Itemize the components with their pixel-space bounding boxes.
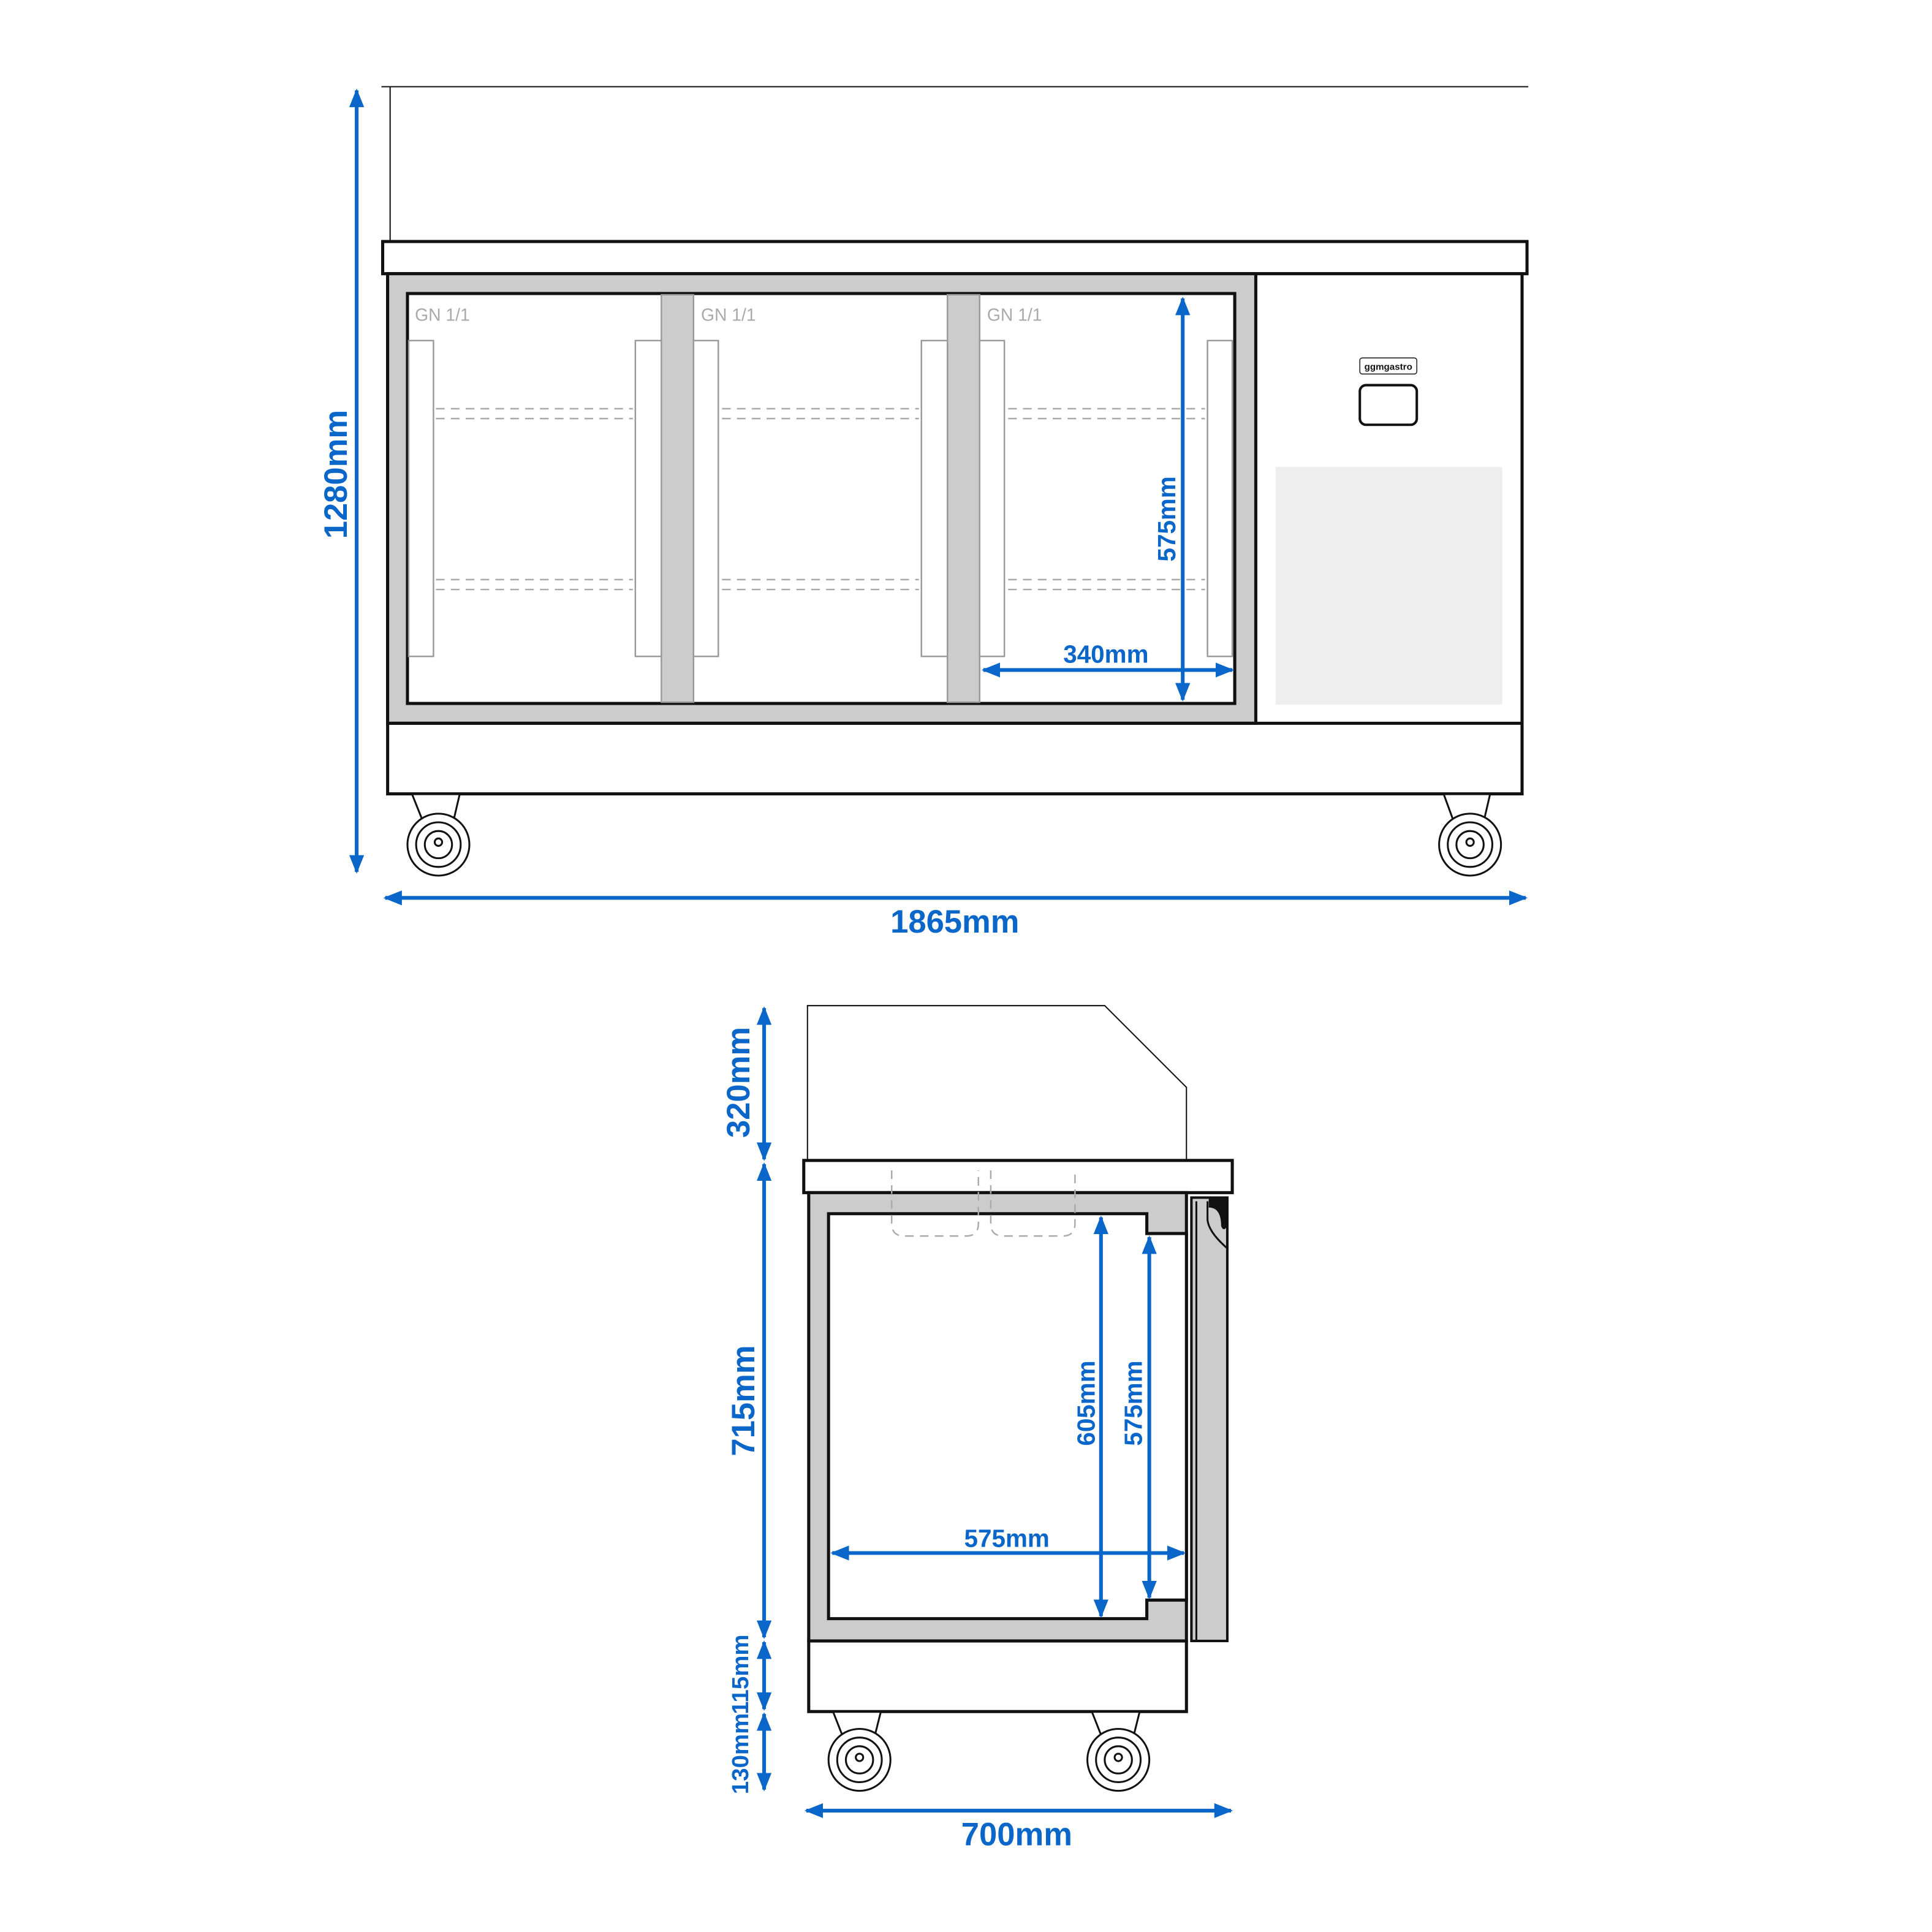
- plinth: [807, 1639, 1188, 1713]
- countertop: [381, 240, 1529, 276]
- brand-logo-text: ggmgastro: [1365, 362, 1412, 372]
- glass-doors: [406, 292, 1237, 705]
- door-handle: [979, 339, 1006, 657]
- door-handle: [1208, 1199, 1227, 1229]
- caster-wheel-left: [827, 1712, 892, 1792]
- front-view: [381, 86, 1529, 877]
- inner-width-label: 340mm: [1063, 640, 1148, 668]
- door-divider: [946, 294, 980, 703]
- front-dimension-lines: [349, 88, 1528, 906]
- door-handle: [692, 339, 719, 657]
- brand-logo: [1359, 357, 1417, 375]
- width-label: 1865mm: [890, 904, 1019, 940]
- vent-grille: [1275, 466, 1502, 705]
- gn-label: GN 1/1: [701, 305, 756, 324]
- inner-height-b-label: 575mm: [1119, 1360, 1148, 1445]
- door-profile: [1195, 1201, 1229, 1642]
- shelves: [436, 407, 1205, 591]
- glass-sneeze-guard: [806, 1005, 1188, 1161]
- depth-label: 700mm: [961, 1817, 1072, 1853]
- gn-label: GN 1/1: [415, 305, 470, 324]
- inner-height-a-label: 605mm: [1072, 1360, 1100, 1445]
- countertop: [802, 1159, 1234, 1194]
- control-display: [1358, 384, 1419, 426]
- body-height-label: 715mm: [725, 1345, 762, 1456]
- door-handle: [1207, 339, 1233, 657]
- caster-wheel-right: [1086, 1712, 1151, 1792]
- side-dimension-lines: [756, 1006, 1233, 1819]
- door-handle: [920, 339, 949, 657]
- caster-wheel-right: [1438, 795, 1502, 877]
- door-divider: [661, 294, 695, 703]
- gn-pans-dashed: [891, 1170, 1076, 1237]
- door-handle: [407, 339, 434, 657]
- inner-height-label: 575mm: [1153, 476, 1181, 561]
- glass-height-label: 320mm: [721, 1027, 757, 1138]
- height-label: 1280mm: [318, 410, 354, 539]
- gn-label: GN 1/1: [987, 305, 1042, 324]
- caster-wheel-left: [406, 795, 471, 877]
- inner-depth-label: 575mm: [964, 1524, 1050, 1552]
- door-handle: [634, 339, 662, 657]
- wheel-height-label: 130mm: [727, 1713, 754, 1794]
- side-view: [802, 1005, 1234, 1792]
- plinth-height-label: 115mm: [727, 1634, 754, 1714]
